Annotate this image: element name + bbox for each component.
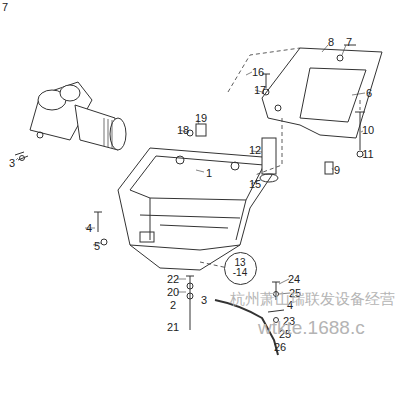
- callout-number: 21: [167, 322, 179, 333]
- callout-circle: 13 -14: [224, 252, 257, 285]
- watermark: wtkte.1688.c: [258, 318, 365, 337]
- callout-number: 24: [288, 274, 300, 285]
- callout-number: 26: [274, 342, 286, 353]
- callout-number: 20: [167, 287, 179, 298]
- callout-number: 2: [170, 300, 176, 311]
- callout-number: 4: [86, 223, 92, 234]
- callout-number: 7: [346, 37, 352, 48]
- callout-number: 9: [334, 165, 340, 176]
- callout-number: 8: [328, 37, 334, 48]
- small-parts: [94, 45, 365, 330]
- filter-housing: [15, 82, 126, 161]
- callout-number: 6: [366, 88, 372, 99]
- callout-number: 3: [9, 158, 15, 169]
- callout-number: 7: [2, 2, 8, 13]
- leader-lines: [200, 48, 360, 268]
- callout-number: 18: [177, 125, 189, 136]
- callout-number: 10: [362, 125, 374, 136]
- callout-number: 15: [249, 179, 261, 190]
- callout-number: 5: [94, 241, 100, 252]
- callout-number: 16: [252, 67, 264, 78]
- callout-number: 1: [206, 168, 212, 179]
- leader-lines: [16, 45, 365, 294]
- oil-pan-body: [118, 148, 275, 270]
- callout-number: 12: [249, 145, 261, 156]
- plug: [187, 124, 206, 136]
- callout-number: 19: [195, 113, 207, 124]
- watermark: 杭州萧山瑞联发设备经营: [230, 291, 395, 306]
- callout-number: 17: [254, 85, 266, 96]
- callout-number: 3: [201, 295, 207, 306]
- callout-number: 22: [167, 274, 179, 285]
- callout-number: 11: [362, 149, 373, 160]
- callout-number: 13 -14: [229, 258, 251, 279]
